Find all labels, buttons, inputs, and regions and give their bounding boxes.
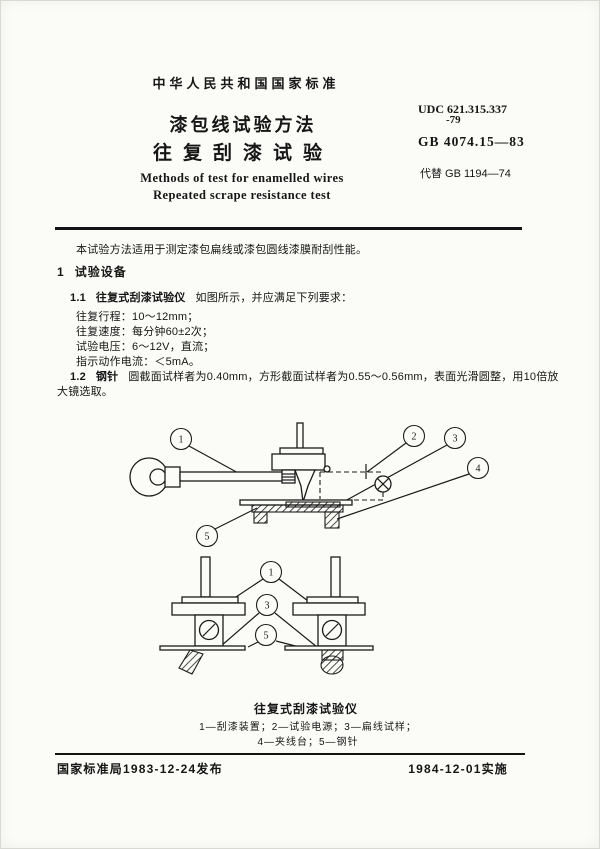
left-base-bar <box>159 645 246 651</box>
clause-1-1-number: 1.1 <box>70 292 86 304</box>
replaces-note: 代替 GB 1194—74 <box>420 168 511 180</box>
svg-text:5: 5 <box>205 532 210 543</box>
svg-text:1: 1 <box>179 435 184 446</box>
left-post <box>200 556 211 598</box>
section-1-number: 1 <box>57 265 65 279</box>
clause-1-2-term: 钢针 <box>95 371 119 383</box>
clause-1-2-text-line1: 圆截面试样者为0.40mm，方形截面试样者为0.55～0.56mm，表面光滑圆整… <box>128 371 559 383</box>
clause-1-1-text: 如图所示，并应满足下列要求： <box>195 292 353 304</box>
clause-1-2: 1.2 钢针圆截面试样者为0.40mm，方形截面试样者为0.55～0.56mm，表… <box>70 368 559 384</box>
section-1-title: 试验设备 <box>74 265 127 279</box>
svg-text:2: 2 <box>412 432 417 443</box>
right-bolt-head <box>320 655 344 675</box>
clause-1-2-number: 1.2 <box>70 371 86 383</box>
right-plate <box>292 602 366 616</box>
svg-text:3: 3 <box>265 601 270 612</box>
callout-5 <box>195 524 219 548</box>
udc-number-suffix: -79 <box>446 114 461 126</box>
left-step-plate <box>181 596 239 604</box>
scraper-arm <box>179 471 284 482</box>
spec-voltage: 试验电压：6～12V，直流； <box>76 341 215 353</box>
left-bolt <box>178 649 204 675</box>
figure-legend-line1: 1—刮漆装置；2—试验电源；3—扁线试样； <box>199 722 417 733</box>
standard-number: GB 4074.15—83 <box>418 134 525 149</box>
callout-4 <box>466 456 490 480</box>
table-right-leg <box>324 511 340 529</box>
figure-legend-line2: 4—夹线台；5—钢针 <box>257 737 359 748</box>
svg-text:3: 3 <box>453 434 458 445</box>
callout-3 <box>443 426 467 450</box>
callout-2 <box>402 424 426 448</box>
apparatus-diagram: 1 2 3 4 5 <box>129 422 490 675</box>
title-chinese-line2: 往复刮漆试验 <box>152 143 333 164</box>
table-web <box>251 504 344 513</box>
spec-stroke: 往复行程：10～12mm； <box>76 311 199 323</box>
title-english-line1: Methods of test for enamelled wires <box>140 171 344 185</box>
issued-date: 国家标准局1983-12-24发布 <box>57 762 223 776</box>
section-1-heading: 1 试验设备 <box>57 263 127 280</box>
left-plate <box>171 602 246 616</box>
effective-date: 1984-12-01实施 <box>408 762 508 776</box>
svg-text:1: 1 <box>269 568 274 579</box>
callout-1b <box>259 560 283 584</box>
callout-1 <box>169 427 193 451</box>
svg-text:5: 5 <box>264 631 269 642</box>
arm-bracket <box>164 466 181 488</box>
svg-text:4: 4 <box>476 464 481 475</box>
holder-pin <box>323 465 331 473</box>
header-divider-rule <box>55 227 522 230</box>
clause-1-2-text-line2: 大镜选取。 <box>57 386 113 398</box>
callout-3b <box>255 593 279 617</box>
right-step-plate <box>306 596 359 604</box>
wire-clamp-assembly: 1 3 5 <box>159 556 374 675</box>
steel-needle <box>294 469 316 503</box>
right-base-bar <box>284 645 374 651</box>
holder-cap <box>279 447 324 455</box>
holder-block <box>271 453 326 471</box>
spec-speed: 往复速度：每分钟60±2次； <box>76 326 214 338</box>
footer: 国家标准局1983-12-24发布 1984-12-01实施 <box>57 760 508 777</box>
title-chinese-line1: 漆包线试验方法 <box>169 115 317 135</box>
table-left-leg <box>253 511 268 524</box>
title-english-line2: Repeated scrape resistance test <box>153 188 331 202</box>
clause-1-1: 1.1 往复式刮漆试验仪如图所示，并应满足下列要求： <box>70 289 352 305</box>
callout-5b <box>254 623 278 647</box>
handle-ball-hub <box>149 468 167 486</box>
national-standard-label: 中华人民共和国国家标准 <box>152 76 340 91</box>
footer-divider-rule <box>55 753 525 755</box>
right-post <box>330 556 341 598</box>
scope-paragraph: 本试验方法适用于测定漆包扁线或漆包圆线漆膜耐刮性能。 <box>76 244 368 256</box>
holder-stem <box>296 422 304 450</box>
udc-number: UDC 621.315.337 <box>418 102 507 116</box>
figure-caption-title: 往复式刮漆试验仪 <box>253 702 358 716</box>
clause-1-1-term: 往复式刮漆试验仪 <box>95 292 186 304</box>
spec-current: 指示动作电流：＜5mA。 <box>76 356 201 368</box>
scraper-head-assembly: 1 2 3 4 5 <box>129 422 490 548</box>
